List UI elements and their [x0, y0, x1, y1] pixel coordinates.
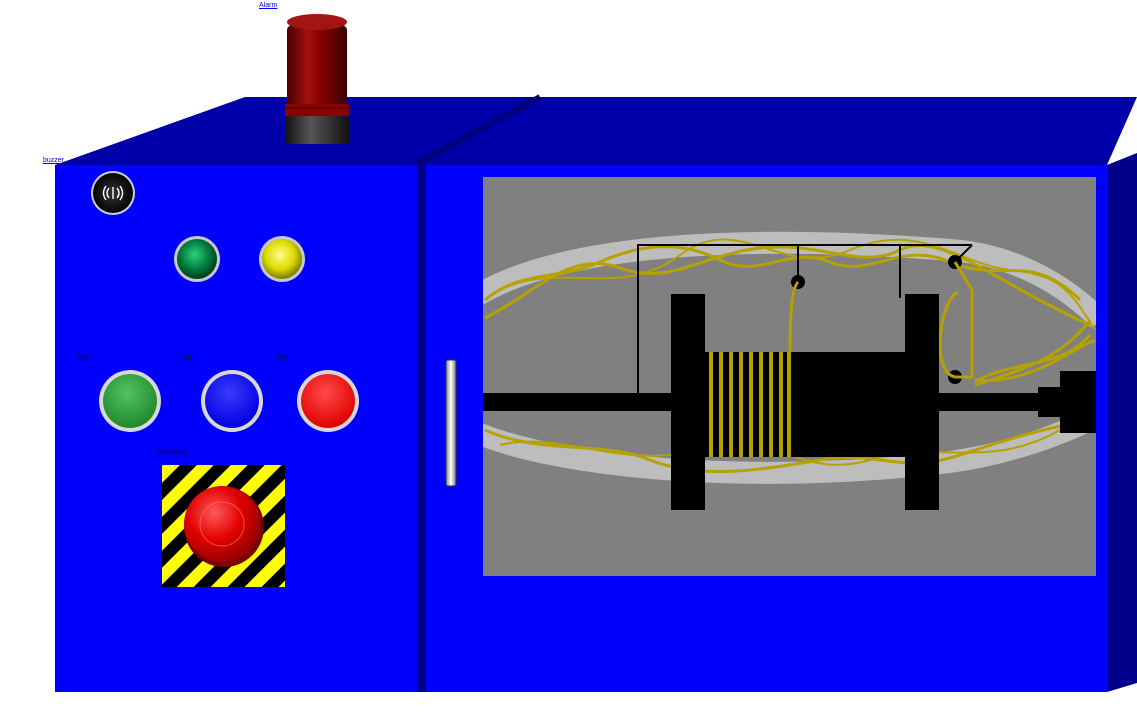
start-button[interactable]	[99, 370, 161, 432]
jog-label: Jog	[183, 355, 193, 361]
alarm-link[interactable]: Alarm	[259, 2, 277, 9]
buzzer-link[interactable]: buzzer	[43, 157, 64, 164]
alarm-beacon-icon[interactable]	[285, 14, 349, 144]
cabinet-side	[1107, 153, 1137, 692]
lamp-green	[174, 236, 220, 282]
stop-label: Stop	[276, 355, 288, 361]
emergency-stop-icon[interactable]	[162, 465, 285, 587]
door-handle[interactable]	[446, 360, 456, 486]
stop-button[interactable]	[297, 370, 359, 432]
jog-button[interactable]	[201, 370, 263, 432]
lamp-yellow	[259, 236, 305, 282]
cabinet-top	[55, 97, 1137, 165]
speaker-icon[interactable]	[91, 171, 135, 215]
start-label: Start	[77, 355, 90, 361]
door-gap	[417, 165, 426, 692]
emergency-label: Emergency	[158, 450, 188, 456]
